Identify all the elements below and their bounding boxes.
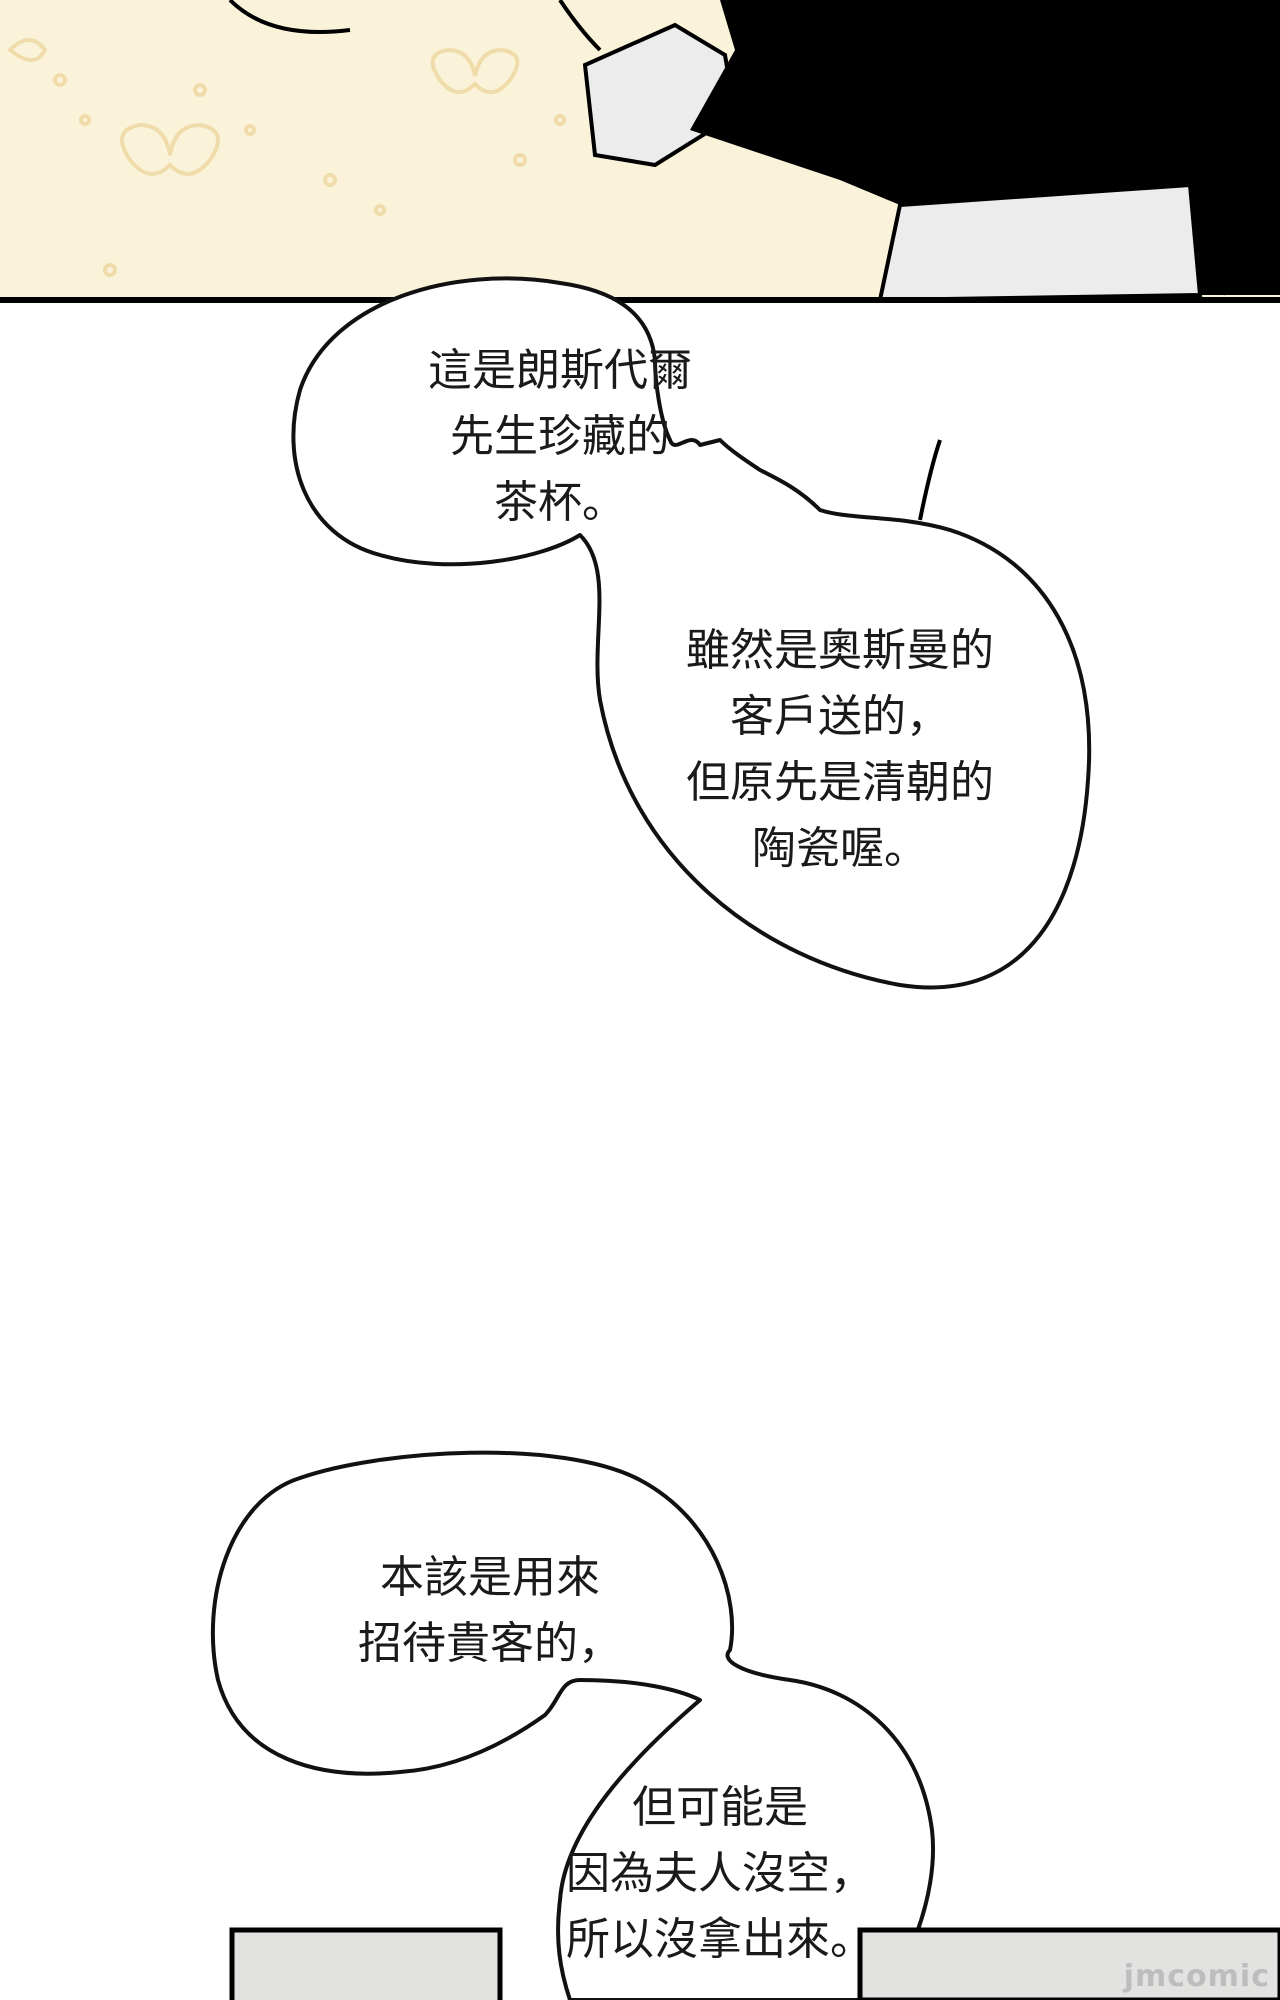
speech-bubble-1 (291, 276, 1092, 990)
bubble-line: 但原先是清朝的 (686, 757, 994, 808)
black-sleeve (690, 0, 1280, 295)
bubble-line: 茶杯。 (494, 477, 626, 528)
bubble-line: 陶瓷喔。 (752, 823, 928, 874)
bubble-4-text: 但可能是 因為夫人沒空， 所以沒拿出來。 (540, 1775, 900, 1973)
bottom-panel-edge (229, 1927, 1280, 2000)
bubble-line: 招待貴客的， (358, 1618, 622, 1669)
bubble-line: 所以沒拿出來。 (566, 1914, 874, 1965)
bubble-line: 雖然是奧斯曼的 (686, 625, 994, 676)
speech-bubble-2 (210, 1450, 936, 2000)
top-panel (0, 0, 1280, 303)
bubble-2-text: 雖然是奧斯曼的 客戶送的， 但原先是清朝的 陶瓷喔。 (640, 618, 1040, 882)
bubble-line: 這是朗斯代爾 (428, 345, 692, 396)
sleeve-cuff (877, 182, 1203, 303)
bubble-line: 先生珍藏的 (450, 411, 670, 462)
bubble-1-text: 這是朗斯代爾 先生珍藏的 茶杯。 (380, 338, 740, 536)
bow-pattern (7, 38, 566, 277)
bubble-line: 本該是用來 (380, 1552, 600, 1603)
bubble-line: 但可能是 (632, 1782, 808, 1833)
character-arm-outline (228, 0, 602, 52)
watermark-logo: jmcomic (1123, 1959, 1270, 1994)
bubble-3-text: 本該是用來 招待貴客的， (300, 1545, 680, 1677)
bubble-line: 因為夫人沒空， (566, 1848, 874, 1899)
bubble-line: 客戶送的， (730, 691, 950, 742)
